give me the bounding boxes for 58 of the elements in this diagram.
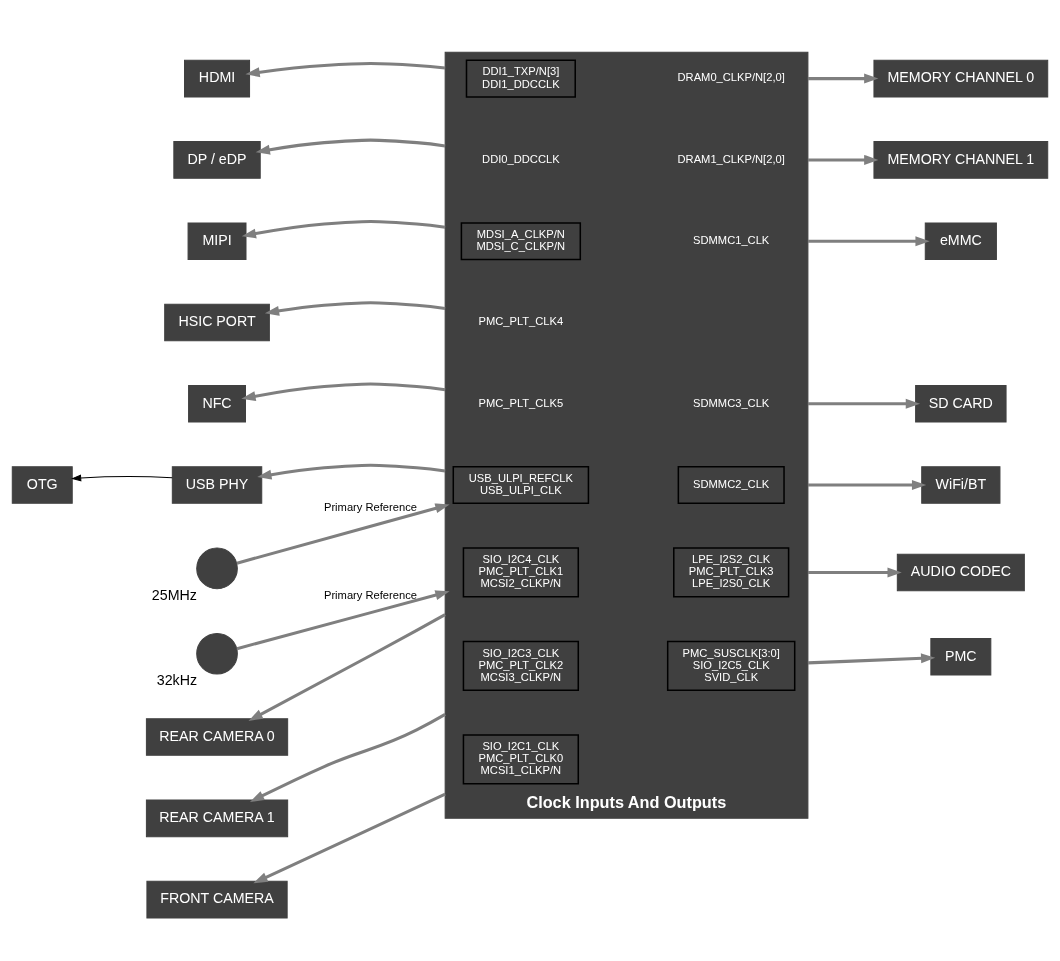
node-box: LPE_I2S2_CLK PMC_PLT_CLK3 LPE_I2S0_CLK [673, 546, 790, 598]
label: SDMMC3_CLK [693, 396, 770, 409]
node-box: SIO_I2C1_CLK PMC_PLT_CLK0 MCSI1_CLKP/N [462, 733, 580, 785]
node-box: USB_ULPI_REFCLK USB_ULPI_CLK [452, 465, 590, 504]
node-box: AUDIO CODEC [896, 553, 1025, 591]
arrow [249, 712, 446, 802]
arrow [236, 502, 450, 565]
node-box: HDMI [184, 59, 251, 97]
arrow [807, 652, 936, 664]
edge-label: Primary Reference [323, 500, 417, 513]
label: SDMMC1_CLK [693, 233, 770, 246]
label: DRAM0_CLKP/N[2,0] [677, 70, 785, 83]
node-box: OTG [11, 465, 73, 504]
node-box: PMC [930, 637, 992, 676]
arrow [248, 612, 446, 721]
node-label: 25MHz [151, 586, 197, 603]
node-box: HSIC PORT [164, 303, 270, 341]
node-box: NFC [188, 384, 246, 423]
node-box: eMMC [924, 221, 997, 260]
arrow [264, 300, 446, 316]
label: PMC_PLT_CLK4 [478, 314, 564, 327]
node-label: 32kHz [156, 671, 198, 688]
arrow [807, 398, 920, 409]
arrow [807, 73, 879, 84]
arrow [807, 154, 879, 165]
node-box: SIO_I2C4_CLK PMC_PLT_CLK1 MCSI2_CLKP/N [462, 546, 580, 598]
edge-label: Primary Reference [323, 588, 417, 601]
arrow [241, 381, 446, 401]
node-box: REAR CAMERA 1 [145, 799, 289, 837]
node-box: MEMORY CHANNEL 0 [873, 59, 1049, 97]
node-box: FRONT CAMERA [146, 880, 288, 918]
label: DRAM1_CLKP/N[2,0] [677, 152, 785, 165]
node-box: DDI1_TXP/N[3] DDI1_DDCCLK [465, 59, 576, 98]
node-box: SIO_I2C3_CLK PMC_PLT_CLK2 MCSI3_CLKP/N [462, 640, 580, 691]
arrow [71, 473, 173, 482]
arrow [245, 61, 446, 77]
node-box: MIPI [187, 221, 247, 260]
label: DDI0_DDCCLK [482, 152, 560, 165]
node-box: MDSI_A_CLKP/N MDSI_C_CLKP/N [460, 221, 582, 260]
arrow [253, 792, 446, 883]
arrow [807, 479, 927, 490]
node-box: MEMORY CHANNEL 1 [873, 140, 1049, 179]
node-box: WiFi/BT [921, 465, 1001, 504]
arrow [241, 219, 446, 238]
node-circle [196, 547, 238, 589]
arrow [257, 463, 446, 480]
node-box: SD CARD [915, 384, 1007, 423]
arrow [255, 138, 446, 155]
node-box: SDMMC2_CLK [677, 465, 785, 504]
label: PMC_PLT_CLK5 [478, 396, 564, 409]
node-circle [196, 632, 238, 675]
arrow [807, 566, 902, 577]
arrow [807, 235, 930, 246]
node-box: PMC_SUSCLK[3:0] SIO_I2C5_CLK SVID_CLK [666, 640, 796, 691]
node-box: USB PHY [171, 465, 263, 504]
node-box: REAR CAMERA 0 [145, 717, 289, 756]
node-box: DP / eDP [173, 140, 261, 179]
arrow [236, 589, 450, 650]
